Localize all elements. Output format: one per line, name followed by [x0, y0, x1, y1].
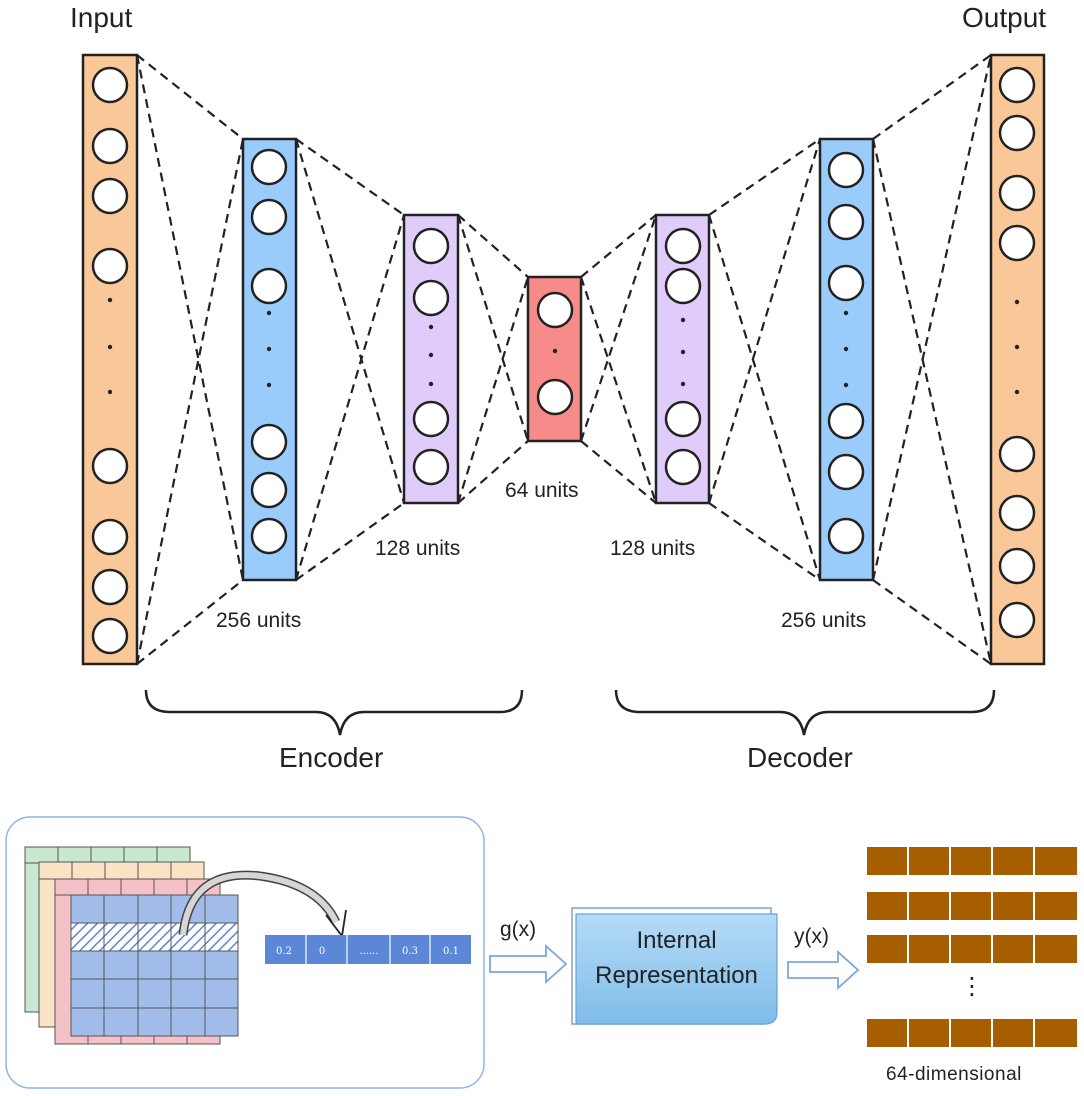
internal-representation-line1: Internal	[636, 927, 717, 954]
feature-map-stack	[24, 846, 239, 1045]
layer-output	[989, 53, 1046, 666]
yx-arrow	[787, 949, 860, 991]
output-row-3	[865, 933, 1079, 965]
bottleneck-neurons	[536, 291, 574, 416]
internal-representation-line2: Representation	[595, 962, 758, 989]
dec128-neurons	[664, 227, 702, 486]
dec256-ellipsis	[843, 310, 849, 388]
dec128-ellipsis	[680, 317, 686, 387]
output-row-2	[865, 890, 1079, 922]
dec256-neurons	[827, 151, 865, 555]
vector-cell-5: 0.1	[443, 946, 459, 957]
output-caption: 64-dimensional	[886, 1064, 1022, 1085]
output-label: Output	[962, 2, 1047, 33]
layer-enc256	[241, 137, 298, 582]
enc256-neurons	[250, 148, 288, 555]
decoder-label: Decoder	[747, 742, 853, 773]
enc256-units-label: 256 units	[216, 609, 302, 632]
enc128-units-label: 128 units	[375, 537, 461, 560]
input-ellipsis	[107, 297, 113, 395]
layer-enc128	[402, 213, 460, 505]
enc128-neurons	[412, 227, 450, 486]
decoder-brace	[614, 689, 996, 736]
internal-representation-box	[571, 907, 778, 1025]
bottleneck-ellipsis	[552, 348, 558, 354]
output-ellipsis	[1014, 299, 1020, 395]
vector-cell-1: 0.2	[276, 946, 292, 957]
gx-label: g(x)	[500, 918, 537, 941]
encoder-brace	[144, 689, 524, 736]
output-row-4	[865, 1017, 1079, 1049]
braces	[144, 689, 996, 736]
input-neurons	[91, 66, 129, 655]
grid-front	[70, 894, 239, 1037]
vector-cell-4: 0.3	[402, 946, 418, 957]
output-vectors	[865, 845, 1079, 1049]
yx-label: y(x)	[794, 925, 829, 948]
gx-arrow	[489, 943, 568, 985]
output-neurons	[998, 66, 1036, 639]
connection-lines	[135, 54, 993, 665]
dec128-units-label: 128 units	[610, 537, 696, 560]
input-label: Input	[70, 2, 133, 33]
layer-input	[81, 53, 139, 666]
output-row-1	[865, 845, 1079, 877]
bottleneck-units-label: 64 units	[505, 479, 579, 502]
vector-cell-3: ......	[359, 946, 378, 957]
encoder-label: Encoder	[279, 742, 384, 773]
layer-dec128	[654, 213, 711, 505]
output-vertical-ellipsis: ⋮	[960, 973, 984, 1000]
enc128-ellipsis	[428, 324, 434, 387]
dec256-units-label: 256 units	[781, 609, 867, 632]
vector-cell-2: 0	[319, 946, 325, 957]
enc256-ellipsis	[266, 310, 272, 388]
layer-bottleneck	[526, 275, 583, 443]
flattened-vector: 0.2 0 ...... 0.3 0.1	[265, 935, 471, 964]
hatched-row	[70, 922, 239, 952]
layer-dec256	[818, 137, 875, 582]
